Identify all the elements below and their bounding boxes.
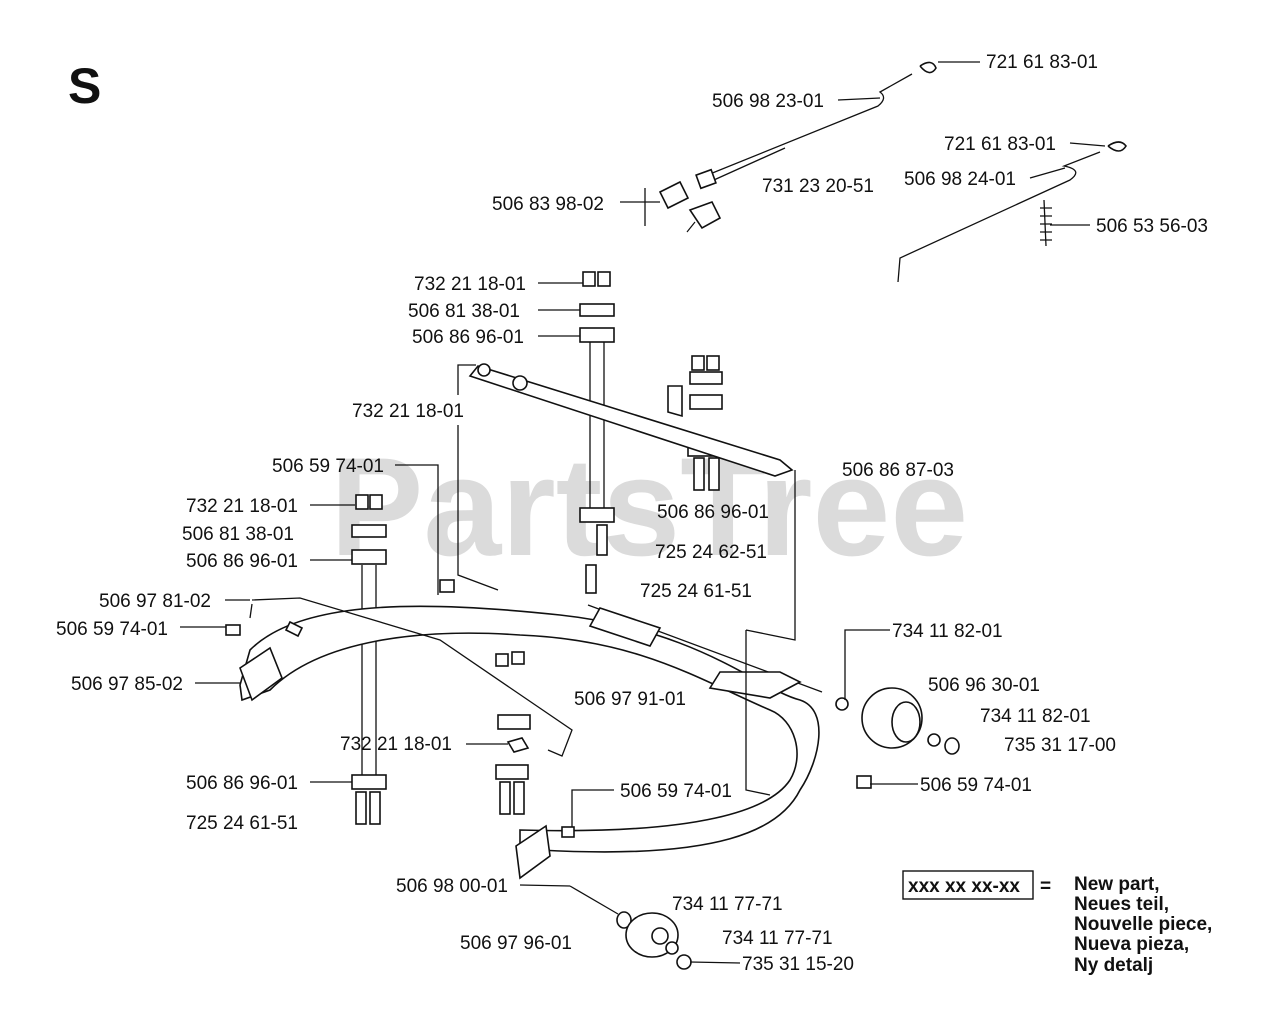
part-label: 734 11 82-01: [892, 621, 1003, 642]
legend-box-text: xxx xx xx-xx: [908, 876, 1020, 897]
part-label: 506 98 00-01: [396, 876, 508, 897]
part-label: 731 23 20-51: [762, 176, 874, 197]
spring: [1043, 199, 1047, 247]
cable-rod-right: [897, 151, 1101, 283]
part-label: 734 11 77-71: [672, 894, 783, 915]
part-label: 735 31 15-20: [742, 954, 854, 975]
part-label: 506 86 96-01: [412, 327, 524, 348]
part-label: 506 86 96-01: [186, 551, 298, 572]
part-label: 506 59 74-01: [920, 775, 1032, 796]
part-label: 732 21 18-01: [340, 734, 452, 755]
part-label: 506 59 74-01: [272, 456, 384, 477]
part-label: 506 96 30-01: [928, 675, 1040, 696]
part-label: 506 83 98-02: [492, 194, 604, 215]
part-label: 506 81 38-01: [182, 524, 294, 545]
legend-line: New part,: [1074, 874, 1160, 895]
part-label: 506 97 91-01: [574, 689, 686, 710]
part-label: 506 59 74-01: [56, 619, 168, 640]
part-label: 506 86 96-01: [657, 502, 769, 523]
part-label: 506 59 74-01: [620, 781, 732, 802]
section-letter: S: [68, 58, 101, 114]
part-label: 506 97 85-02: [71, 674, 183, 695]
legend-line: Nouvelle piece,: [1074, 914, 1212, 935]
part-label: 725 24 61-51: [186, 813, 298, 834]
exploded-view-drawing: [225, 61, 1127, 970]
watermark: PartsTree: [330, 428, 968, 585]
part-label: 725 24 61-51: [640, 581, 752, 602]
legend-line: Ny detalj: [1074, 955, 1153, 976]
part-label: 506 86 96-01: [186, 773, 298, 794]
part-label: 732 21 18-01: [414, 274, 526, 295]
legend-equals: =: [1040, 876, 1051, 897]
part-label: 506 98 24-01: [904, 169, 1016, 190]
part-label: 506 98 23-01: [712, 91, 824, 112]
legend: xxx xx xx-xx = New part, Neues teil, Nou…: [902, 870, 1212, 976]
part-label: 506 86 87-03: [842, 460, 954, 481]
cable-eye-upper: [919, 61, 937, 74]
part-label: 506 81 38-01: [408, 301, 520, 322]
part-label: 721 61 83-01: [986, 52, 1098, 73]
cable-rod-upper: [699, 73, 913, 179]
legend-line: Neues teil,: [1074, 894, 1169, 915]
part-label: 506 97 96-01: [460, 933, 572, 954]
part-label: 506 53 56-03: [1096, 216, 1208, 237]
part-label: 732 21 18-01: [352, 401, 464, 422]
part-label: 732 21 18-01: [186, 496, 298, 517]
part-labels: 721 61 83-01 506 98 23-01 721 61 83-01 5…: [56, 52, 1208, 975]
part-label: 721 61 83-01: [944, 134, 1056, 155]
part-label: 734 11 77-71: [722, 928, 833, 949]
part-label: 735 31 17-00: [1004, 735, 1116, 756]
part-label: 506 97 81-02: [99, 591, 211, 612]
part-label: 734 11 82-01: [980, 706, 1091, 727]
front-link-bar: [468, 365, 794, 477]
legend-box: [902, 870, 1034, 900]
cable-clamp: [658, 180, 690, 210]
legend-line: Nueva pieza,: [1074, 934, 1189, 955]
part-label: 725 24 62-51: [655, 542, 767, 563]
cable-eye-right: [1107, 141, 1127, 152]
leader-lines: [180, 61, 1106, 964]
diagonal-rod: [251, 597, 573, 757]
